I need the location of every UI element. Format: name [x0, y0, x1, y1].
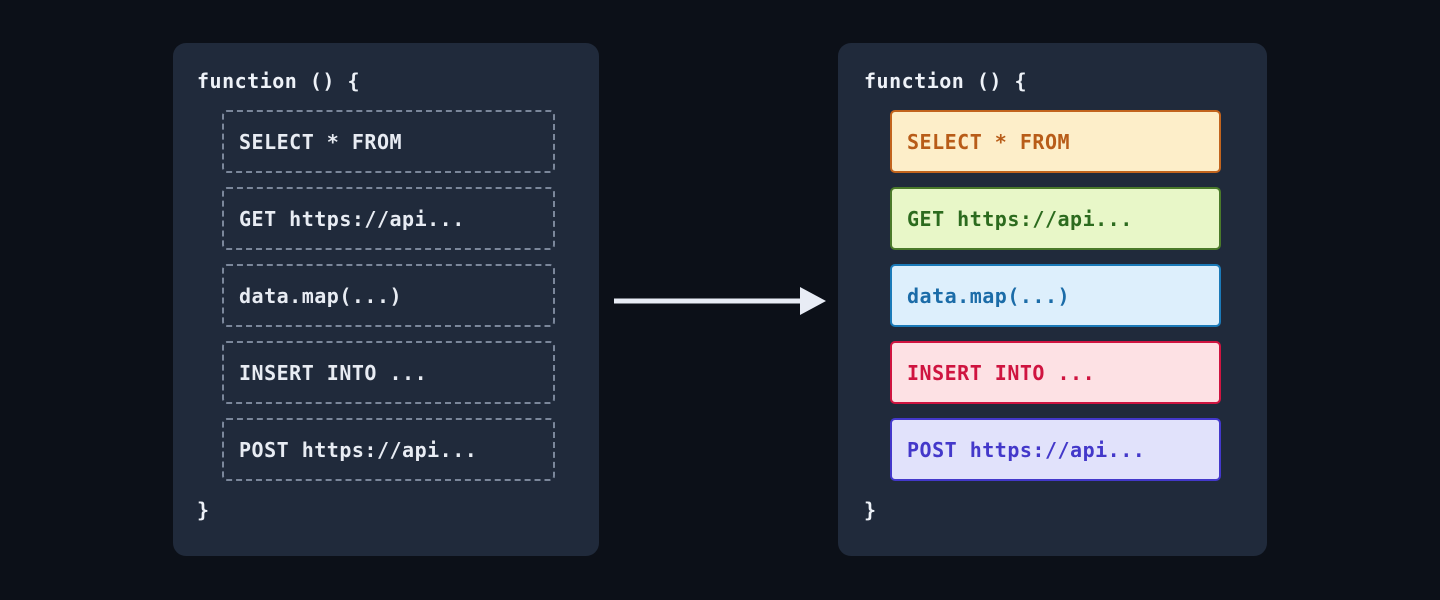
after-block-list: SELECT * FROM GET https://api... data.ma… — [838, 110, 1267, 481]
after-block-label-3: INSERT INTO ... — [907, 360, 1096, 385]
before-block-4: POST https://api... — [222, 418, 555, 481]
after-block-label-4: POST https://api... — [907, 437, 1146, 462]
before-function-close: } — [197, 498, 210, 522]
after-block-label-2: data.map(...) — [907, 283, 1071, 308]
before-block-2: data.map(...) — [222, 264, 555, 327]
after-block-0: SELECT * FROM — [890, 110, 1221, 173]
before-panel: function () { SELECT * FROM GET https://… — [173, 43, 599, 556]
after-block-1: GET https://api... — [890, 187, 1221, 250]
before-block-0: SELECT * FROM — [222, 110, 555, 173]
before-block-list: SELECT * FROM GET https://api... data.ma… — [173, 110, 599, 481]
after-function-open: function () { — [864, 69, 1028, 93]
before-block-1: GET https://api... — [222, 187, 555, 250]
before-block-label-0: SELECT * FROM — [239, 129, 403, 154]
after-block-3: INSERT INTO ... — [890, 341, 1221, 404]
before-function-open: function () { — [197, 69, 361, 93]
right-arrow-icon — [614, 287, 826, 315]
before-block-label-3: INSERT INTO ... — [239, 360, 428, 385]
before-block-label-1: GET https://api... — [239, 206, 465, 231]
after-block-label-1: GET https://api... — [907, 206, 1133, 231]
after-panel: function () { SELECT * FROM GET https://… — [838, 43, 1267, 556]
after-block-2: data.map(...) — [890, 264, 1221, 327]
before-block-label-4: POST https://api... — [239, 437, 478, 462]
after-block-label-0: SELECT * FROM — [907, 129, 1071, 154]
before-block-label-2: data.map(...) — [239, 283, 403, 308]
after-block-4: POST https://api... — [890, 418, 1221, 481]
before-block-3: INSERT INTO ... — [222, 341, 555, 404]
after-function-close: } — [864, 498, 877, 522]
